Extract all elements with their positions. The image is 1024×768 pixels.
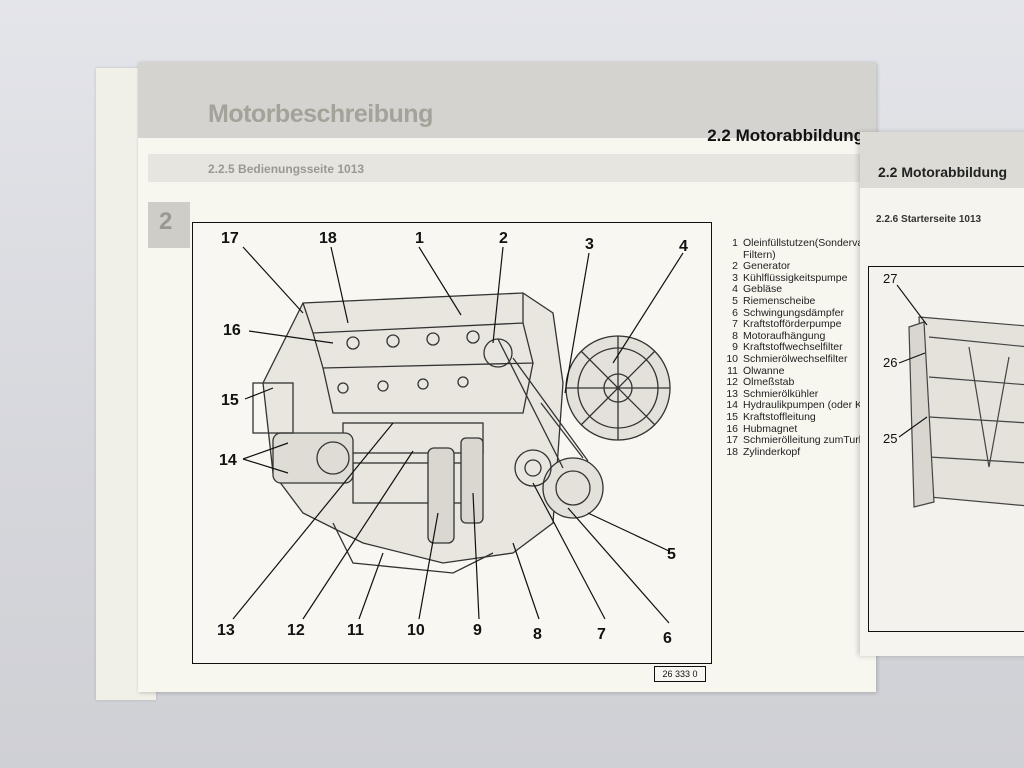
callout-26: 26 <box>883 355 897 370</box>
chapter-tab <box>148 202 190 248</box>
callout-13: 13 <box>217 622 235 639</box>
callout-8: 8 <box>533 626 542 643</box>
callout-17: 17 <box>221 230 239 247</box>
callout-7: 7 <box>597 626 606 643</box>
callout-25: 25 <box>883 431 897 446</box>
callout-27: 27 <box>883 271 897 286</box>
right-header-band <box>860 132 1024 188</box>
right-section-heading: 2.2 Motorabbildung <box>878 164 1008 180</box>
legend-item-continuation: Filtern) <box>743 248 776 261</box>
right-subsection-title: 2.2.6 Starterseite 1013 <box>876 214 982 225</box>
callout-16: 16 <box>223 322 241 339</box>
callout-2: 2 <box>499 230 508 247</box>
callout-15: 15 <box>221 392 239 409</box>
engine-illustration: 17 18 1 2 3 4 16 15 14 5 13 12 11 10 9 8… <box>217 230 688 647</box>
callout-4: 4 <box>679 238 688 255</box>
subsection-band <box>148 154 876 182</box>
callout-12: 12 <box>287 622 305 639</box>
callout-9: 9 <box>473 622 482 639</box>
engine-diagram: 17 18 1 2 3 4 16 15 14 5 13 12 11 10 9 8… <box>192 222 712 664</box>
header-band <box>138 62 876 138</box>
subsection-title: 2.2.5 Bedienungsseite 1013 <box>208 162 365 176</box>
chapter-title: Motorbeschreibung <box>208 100 433 128</box>
callout-1: 1 <box>415 230 424 247</box>
callout-3: 3 <box>585 236 594 253</box>
callout-10: 10 <box>407 622 425 639</box>
starter-illustration: 27 26 25 <box>883 271 1024 508</box>
callout-6: 6 <box>663 630 672 647</box>
starter-side-diagram: 27 26 25 <box>868 266 1024 632</box>
chapter-number: 2 <box>159 208 173 235</box>
left-page: Motorbeschreibung 2.2 Motorabbildung 2.2… <box>138 62 876 692</box>
callout-11: 11 <box>347 622 364 639</box>
section-heading: 2.2 Motorabbildung <box>707 126 864 145</box>
callout-18: 18 <box>319 230 337 247</box>
callout-5: 5 <box>667 546 676 563</box>
figure-code: 26 333 0 <box>654 666 706 682</box>
callout-14: 14 <box>219 452 237 469</box>
right-page: 2.2 Motorabbildung 2.2.6 Starterseite 10… <box>860 132 1024 656</box>
